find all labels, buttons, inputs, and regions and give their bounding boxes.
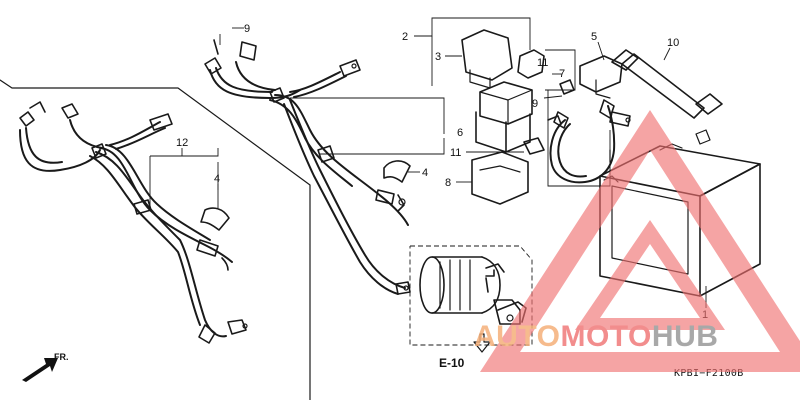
battery-cables [547, 55, 631, 184]
inset-cable-harness [19, 101, 248, 344]
callout-9: 9 [532, 98, 538, 110]
callout-12: 12 [176, 137, 188, 149]
callout-2: 2 [402, 31, 408, 43]
leader-lines [149, 17, 707, 308]
diagram-code: KPBI−F2100B [674, 368, 744, 379]
svg-text:AUTOMOTOHUB: AUTOMOTOHUB [474, 320, 718, 353]
callout-10: 10 [667, 37, 679, 49]
battery-strap [611, 49, 723, 119]
front-label: FR. [54, 352, 69, 362]
callout-4: 4 [214, 173, 220, 185]
watermark-triangle [480, 110, 800, 372]
callout-4: 4 [422, 167, 428, 179]
callout-7: 7 [559, 68, 565, 80]
reference-arrow: E-10 [439, 333, 491, 370]
watermark-auto: AUTO [474, 320, 560, 353]
callout-6: 6 [457, 127, 463, 139]
callout-9: 9 [244, 23, 250, 35]
watermark-hub: HUB [652, 320, 719, 353]
watermark-moto: MOTO [560, 320, 651, 353]
relay-fuse-assembly [461, 29, 611, 205]
callout-5: 5 [591, 31, 597, 43]
callout-11: 11 [537, 57, 548, 69]
front-direction-arrow: FR. [22, 352, 69, 382]
main-cable-harness [204, 39, 411, 295]
inset-panel-border [0, 79, 311, 400]
watermark-logo: AUTOMOTOHUB [474, 110, 800, 372]
reference-label: E-10 [439, 356, 465, 370]
callout-labels: 9 2 3 5 10 11 7 9 6 11 4 8 12 4 1 [176, 23, 708, 321]
callout-8: 8 [445, 177, 451, 189]
callout-11: 11 [450, 147, 461, 159]
callout-3: 3 [435, 51, 441, 63]
